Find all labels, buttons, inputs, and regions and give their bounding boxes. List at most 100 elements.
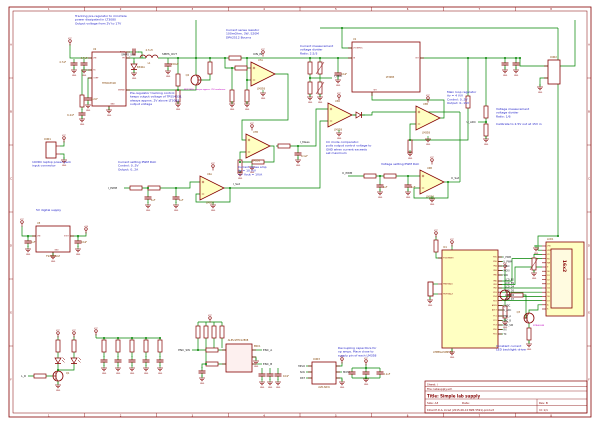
net-label: ENC_B xyxy=(263,362,272,366)
value-label: 4.7uF xyxy=(59,61,66,64)
ic-box-CON1 xyxy=(45,141,57,159)
gnd-label: GND xyxy=(56,390,61,392)
junction-dot xyxy=(131,337,133,339)
comment-text: Control: 0..5V xyxy=(447,97,469,101)
pin-name: PB2 xyxy=(493,288,496,290)
diode xyxy=(355,111,362,119)
comment-text: op amps. Place close to xyxy=(338,350,374,354)
pin-name: D6 xyxy=(547,296,549,298)
comment-text: Voltage measurement xyxy=(496,107,530,111)
gnd-label: GND xyxy=(276,387,281,389)
pin-name: SS xyxy=(93,70,95,72)
title-date: Date: xyxy=(462,401,470,405)
ic-value: AVR-ISP-6 xyxy=(318,386,330,389)
led-arrow-icon xyxy=(61,359,65,363)
wire xyxy=(537,235,558,251)
pin-name: OUT xyxy=(415,58,420,60)
pin-name: PC1 xyxy=(493,316,496,318)
transistor-leg xyxy=(526,319,530,324)
pin-name: COMP xyxy=(93,78,98,80)
value-label: 1uF xyxy=(151,199,156,202)
vcc-label: VCC xyxy=(211,163,216,165)
comment-text: Current measurement xyxy=(300,44,334,48)
trimmer-arrow-icon xyxy=(315,61,325,75)
wire xyxy=(252,356,257,360)
net-label: ENC_SW xyxy=(178,348,190,352)
pin-name: RW xyxy=(547,263,550,265)
frame-row-label: A xyxy=(10,43,12,47)
gnd-label: GND xyxy=(428,305,433,307)
resistor xyxy=(33,373,47,379)
net-label: LCD_D6 xyxy=(505,294,515,297)
value-label: 10uF xyxy=(341,73,348,76)
junction-dot xyxy=(175,187,177,189)
comment-text: supply pin of each LM358 xyxy=(338,353,377,357)
frame-row-label: C xyxy=(588,177,590,181)
value-label: 0.1uF xyxy=(384,373,391,376)
transistor-leg xyxy=(526,312,530,317)
gnd-label: GND xyxy=(406,197,411,199)
ic-value: TPS54331D xyxy=(102,82,116,85)
resistor xyxy=(510,292,524,298)
opamp-U4B xyxy=(419,169,445,195)
junction-dot xyxy=(177,57,179,59)
frame-row-label: D xyxy=(10,244,12,248)
ic-value: ALPS-STEC12E08 xyxy=(228,339,249,342)
junction-dot xyxy=(205,363,207,365)
pin-name: VCONTROL xyxy=(353,48,362,50)
ic-box xyxy=(427,281,434,297)
resistor xyxy=(228,55,242,61)
comment-text: 100mOhm, 3W, S20M xyxy=(226,32,259,36)
comment-text: voltage divider xyxy=(300,48,323,52)
led-arrow-icon xyxy=(78,357,82,361)
title-block-lines xyxy=(425,386,587,413)
opamp-ref: U4B xyxy=(427,167,432,170)
title-size: Size: A3 xyxy=(427,401,438,405)
vcc-label: VCC xyxy=(503,263,508,265)
gnd-label: GND xyxy=(308,102,313,104)
junction-dot xyxy=(195,57,197,59)
gnd-label: GND xyxy=(260,387,265,389)
value-label: 6.2nF xyxy=(67,114,74,117)
comment-text: Constant current xyxy=(496,344,522,348)
ic-box-U5 xyxy=(35,225,71,253)
vcc-icon xyxy=(426,96,430,100)
gnd-label: GND xyxy=(132,78,137,80)
gnd-label: GND xyxy=(166,76,171,78)
gnd-label: GND xyxy=(86,110,91,112)
pin-name: PD0 xyxy=(493,329,496,331)
frame-row-label: E xyxy=(588,311,590,315)
value-label: 4.7uH xyxy=(145,49,152,52)
gnd-label: GND xyxy=(146,210,151,212)
pin-name: PD1 xyxy=(493,334,496,336)
ic-value: ATMEGA328P-PU xyxy=(433,351,453,354)
transistor-leg xyxy=(504,296,508,301)
comment-text: Output: 0..2A xyxy=(118,167,139,171)
net-label: LCD_D7 xyxy=(505,298,515,301)
transistor-ref: Q4 xyxy=(186,74,190,77)
net-label: U_PWM xyxy=(504,261,512,264)
net-label: SCK xyxy=(504,274,509,277)
pin-name: PB6(XTAL1) xyxy=(443,283,453,286)
wire xyxy=(336,362,343,367)
resistor xyxy=(383,173,397,179)
value-label: 220uF xyxy=(171,63,179,66)
gnd-label: GND xyxy=(318,102,323,104)
frame-col-label: 3 xyxy=(192,7,194,11)
resistor xyxy=(79,94,85,108)
comment-text: CC mode comparator: xyxy=(326,140,359,144)
gnd-label: GND xyxy=(268,387,273,389)
pin-name: D0 xyxy=(547,271,549,273)
net-label: I_ADC xyxy=(503,304,510,307)
junction-dot xyxy=(485,57,487,59)
comment-text: Current sense amp xyxy=(238,165,267,169)
ic-ref: LCD1 xyxy=(547,238,554,241)
vcc-label: VCC xyxy=(250,123,255,125)
gnd-label: GND xyxy=(76,254,81,256)
opamp-U3B xyxy=(415,105,441,131)
net-label: RX xyxy=(504,328,508,331)
pin-name: D3 xyxy=(547,284,549,286)
resistor xyxy=(307,61,313,75)
comment-text: GND when current exceeds xyxy=(326,147,367,151)
